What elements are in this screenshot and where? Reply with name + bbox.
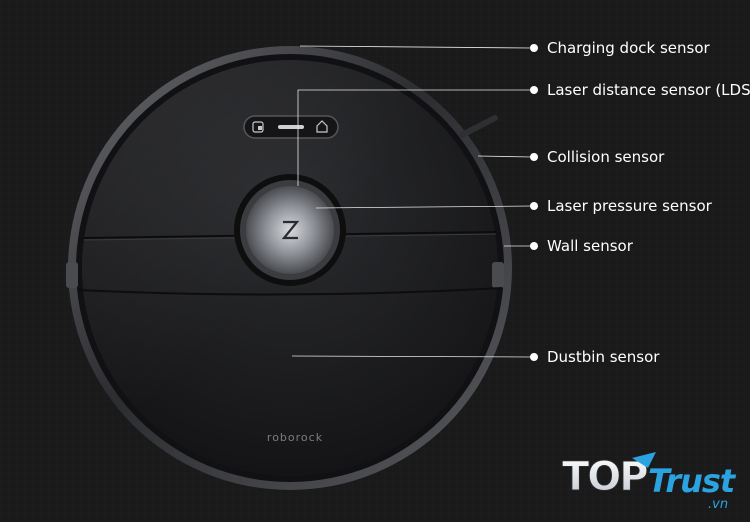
map-icon[interactable] <box>252 121 264 133</box>
robot-brand-logo: roborock <box>267 431 323 444</box>
watermark-domain-text: .vn <box>708 497 728 512</box>
watermark-top-text: TOP <box>562 454 647 500</box>
label-wall-sensor: Wall sensor <box>547 237 633 255</box>
label-charging-dock-sensor: Charging dock sensor <box>547 39 710 57</box>
toptrust-watermark-logo: TOP Trust .vn <box>562 452 738 512</box>
watermark-trust-text: Trust <box>648 462 737 500</box>
leader-lines <box>291 45 533 358</box>
z-logo-icon <box>281 220 300 240</box>
arrow-icon <box>632 452 656 468</box>
label-dots <box>530 44 538 361</box>
lds-turret <box>234 174 346 286</box>
label-laser-pressure-sensor: Laser pressure sensor <box>547 197 712 215</box>
control-panel <box>243 115 339 139</box>
home-icon[interactable] <box>316 120 328 133</box>
power-button[interactable] <box>278 125 304 129</box>
label-dustbin-sensor: Dustbin sensor <box>547 348 660 366</box>
label-laser-distance-sensor: Laser distance sensor (LDS) <box>547 81 750 99</box>
robot-vacuum: roborock <box>66 46 512 490</box>
label-collision-sensor: Collision sensor <box>547 148 665 166</box>
